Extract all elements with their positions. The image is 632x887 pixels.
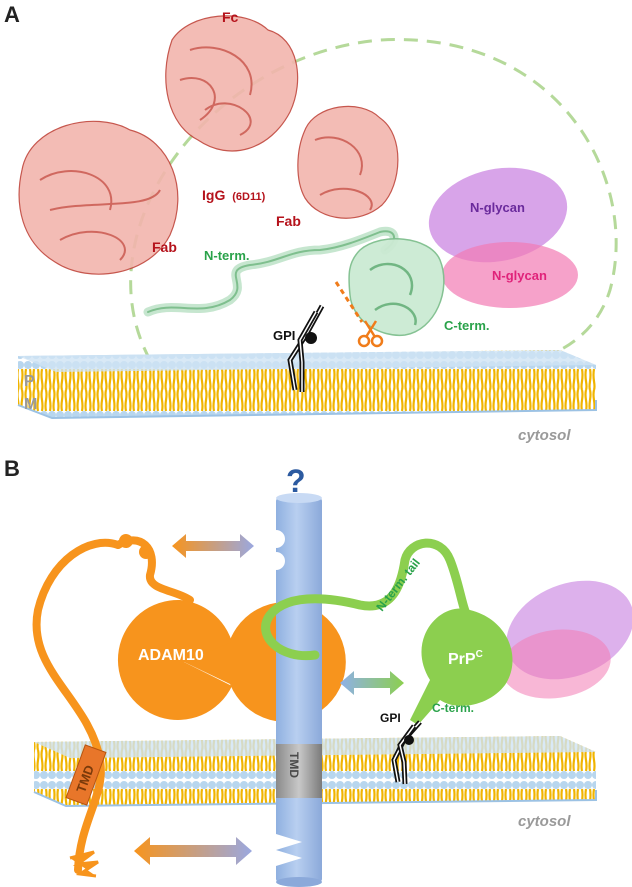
pm-p-label: P: [24, 373, 35, 390]
question-mark: ?: [286, 463, 306, 499]
fc-domain: [165, 15, 299, 152]
gpi-anchor-a: [287, 304, 325, 392]
igg-antibody: [18, 15, 399, 275]
plasma-membrane-a: [17, 350, 597, 420]
adam10-tmd: TMD: [65, 744, 107, 806]
prpc-n-term-tail: [261, 538, 475, 661]
arrow-receptor-prpc: [340, 671, 404, 695]
glycan-bottom-b: [501, 629, 611, 699]
panel-a: A N-glycan N-glycan Fc Fab Fab IgG (6D11…: [4, 2, 618, 444]
n-term-label-a: N-term.: [204, 248, 250, 263]
prpc-label: PrPC: [448, 649, 483, 668]
n-glycan-top-shape: [428, 167, 568, 263]
adam10-cytoplasmic-tail: [69, 850, 99, 878]
adam10-label: ADAM10: [138, 647, 204, 664]
gpi-anchor-b: [391, 720, 422, 785]
c-term-label-b: C-term.: [432, 701, 474, 715]
fab-right-domain: [297, 105, 399, 219]
prpc-globular-domain: [410, 608, 513, 725]
igg-label: IgG (6D11): [202, 187, 266, 203]
cytosol-label-b: cytosol: [518, 813, 571, 830]
receptor-teeth: [276, 834, 302, 866]
gpi-label-a: GPI: [273, 328, 295, 343]
binding-pocket-2: [276, 552, 285, 570]
cleavage-line: [334, 281, 364, 323]
gpi-label-b: GPI: [380, 711, 401, 725]
arrow-adam10-receptor-top: [172, 534, 254, 558]
adam10-stalk: [32, 538, 122, 874]
panel-b: B cytosol ADAM10 TMD TMD: [4, 456, 632, 887]
adam10-bead-2: [139, 545, 153, 559]
cytosol-label-a: cytosol: [518, 427, 571, 444]
n-glycan-top-label: N-glycan: [470, 200, 525, 215]
fab-left-label: Fab: [152, 239, 177, 255]
c-term-label-a: C-term.: [444, 318, 490, 333]
n-glycan-bottom-shape: [442, 242, 578, 308]
scissors-icon: [357, 320, 384, 348]
receptor-tube: TMD: [276, 493, 322, 887]
fab-left-domain: [18, 120, 179, 275]
n-glycan-bottom-label: N-glycan: [492, 268, 547, 283]
receptor-tmd-label: TMD: [287, 752, 301, 778]
arrow-adam10-receptor-bottom: [134, 837, 252, 865]
pm-m-label: M: [24, 396, 37, 413]
panel-b-letter: B: [4, 456, 20, 481]
fab-right-label: Fab: [276, 213, 301, 229]
fc-label: Fc: [222, 9, 239, 25]
receptor-tmd: [276, 744, 322, 798]
binding-pocket-1: [276, 530, 285, 548]
adam10-bead-1: [119, 534, 133, 548]
prp-c-term-domain-a: [348, 238, 445, 337]
n-term-tail-label: N-term. tail: [373, 556, 423, 614]
panel-a-letter: A: [4, 2, 20, 27]
